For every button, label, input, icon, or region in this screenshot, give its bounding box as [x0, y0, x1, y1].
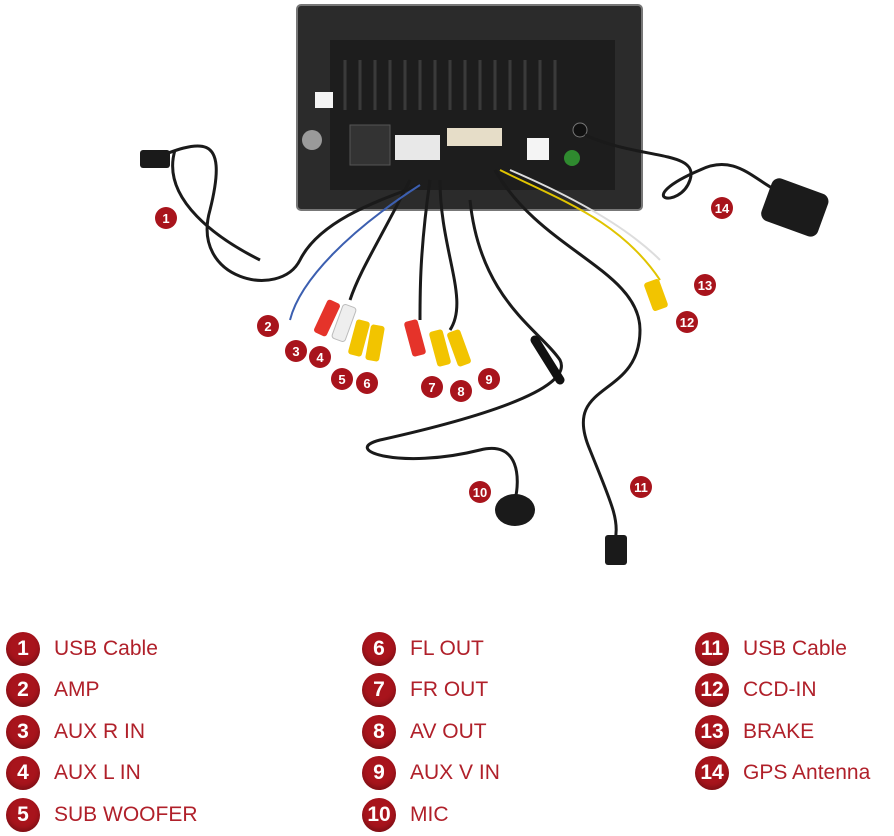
legend-label: AUX L IN [54, 761, 141, 785]
legend-number: 7 [362, 673, 396, 708]
legend-number: 11 [695, 631, 729, 666]
gps-antenna [761, 178, 829, 237]
legend-number: 5 [6, 797, 40, 832]
head-unit [296, 4, 643, 211]
legend-label: CCD-IN [743, 678, 817, 702]
callout-10: 10 [469, 481, 491, 503]
legend-item: 2 AMP [6, 670, 198, 712]
callout-13: 13 [694, 274, 716, 296]
wiring-photo: 1 2 3 4 5 6 7 8 9 10 11 12 13 14 [140, 4, 829, 565]
callout-7: 7 [421, 376, 443, 398]
callout-5: 5 [331, 368, 353, 390]
microphone [495, 494, 535, 526]
legend-column-1: 1 USB Cable 2 AMP 3 AUX R IN 4 AUX L IN 5 SUB… [6, 628, 198, 836]
legend-item: 3 AUX R IN [6, 711, 198, 753]
legend-label: AUX V IN [410, 761, 500, 785]
legend-label: FR OUT [410, 678, 489, 702]
legend-item: 12 CCD-IN [695, 670, 870, 712]
callout-14: 14 [711, 197, 733, 219]
legend-label: AMP [54, 678, 100, 702]
svg-text:14: 14 [715, 201, 730, 216]
rca-plugs [314, 279, 668, 367]
legend-number: 13 [695, 714, 729, 749]
legend-number: 12 [695, 673, 729, 708]
legend-item: 14 GPS Antenna [695, 753, 870, 795]
legend-number: 10 [362, 797, 396, 832]
legend-item: 6 FL OUT [362, 628, 500, 670]
svg-text:7: 7 [428, 380, 435, 395]
svg-text:4: 4 [316, 350, 324, 365]
legend-label: GPS Antenna [743, 761, 871, 785]
svg-text:9: 9 [485, 372, 492, 387]
legend-column-2: 6 FL OUT 7 FR OUT 8 AV OUT 9 AUX V IN 10 MIC [362, 628, 500, 836]
svg-text:12: 12 [680, 315, 694, 330]
svg-text:3: 3 [292, 344, 299, 359]
legend-item: 1 USB Cable [6, 628, 198, 670]
svg-text:5: 5 [338, 372, 345, 387]
legend-label: USB Cable [54, 636, 158, 660]
legend-column-3: 11 USB Cable 12 CCD-IN 13 BRAKE 14 GPS Anten… [695, 628, 870, 794]
legend-label: FL OUT [410, 636, 484, 660]
legend-label: USB Cable [743, 636, 847, 660]
svg-text:8: 8 [457, 384, 464, 399]
legend-label: MIC [410, 802, 449, 826]
aux-plug [530, 335, 565, 385]
callout-2: 2 [257, 315, 279, 337]
legend: 1 USB Cable 2 AMP 3 AUX R IN 4 AUX L IN 5 SUB… [0, 620, 894, 832]
callout-11: 11 [630, 476, 652, 498]
legend-item: 5 SUB WOOFER [6, 794, 198, 836]
callout-8: 8 [450, 380, 472, 402]
callout-9: 9 [478, 368, 500, 390]
legend-number: 8 [362, 714, 396, 749]
svg-text:10: 10 [473, 485, 487, 500]
callout-6: 6 [356, 372, 378, 394]
legend-number: 1 [6, 631, 40, 666]
legend-label: SUB WOOFER [54, 802, 198, 826]
amp-wire [289, 184, 421, 321]
svg-text:13: 13 [698, 278, 712, 293]
legend-label: AV OUT [410, 719, 487, 743]
legend-number: 14 [695, 756, 729, 791]
cables [149, 133, 791, 541]
callout-4: 4 [309, 346, 331, 368]
legend-item: 10 MIC [362, 794, 500, 836]
legend-item: 11 USB Cable [695, 628, 870, 670]
legend-number: 2 [6, 673, 40, 708]
legend-item: 4 AUX L IN [6, 753, 198, 795]
brake-wire [509, 169, 661, 261]
legend-label: BRAKE [743, 719, 815, 743]
ccd-wire [499, 169, 661, 281]
legend-item: 9 AUX V IN [362, 753, 500, 795]
legend-label: AUX R IN [54, 719, 146, 743]
svg-text:6: 6 [363, 376, 370, 391]
usb-plug-11 [605, 535, 627, 565]
callout-1: 1 [155, 207, 177, 229]
svg-text:11: 11 [634, 480, 648, 495]
callout-12: 12 [676, 311, 698, 333]
svg-text:2: 2 [264, 319, 271, 334]
legend-number: 9 [362, 756, 396, 791]
legend-item: 13 BRAKE [695, 711, 870, 753]
svg-text:1: 1 [162, 211, 169, 226]
legend-number: 3 [6, 714, 40, 749]
usb-plug-1 [140, 150, 170, 168]
legend-item: 8 AV OUT [362, 711, 500, 753]
legend-number: 6 [362, 631, 396, 666]
legend-item: 7 FR OUT [362, 670, 500, 712]
legend-number: 4 [6, 756, 40, 791]
callout-3: 3 [285, 340, 307, 362]
